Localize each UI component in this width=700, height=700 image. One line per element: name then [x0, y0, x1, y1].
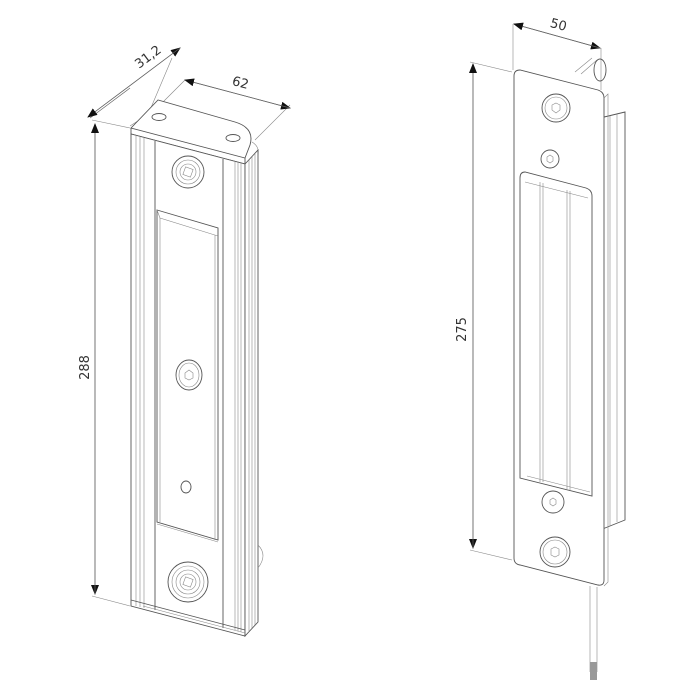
magnet-body-view	[87, 47, 291, 638]
armature-plate-view	[469, 22, 626, 680]
dimension-depth-line	[87, 47, 181, 127]
plate-top-screw-icon	[541, 93, 571, 123]
bottom-mounting-screw-icon	[167, 561, 209, 603]
sensor-hole-icon	[180, 480, 192, 494]
cable-icon	[589, 586, 598, 680]
dimension-height-line	[91, 119, 131, 607]
top-mounting-screw-icon	[171, 155, 205, 189]
center-screw-icon	[175, 359, 203, 391]
plate-bottom-screw-icon	[539, 536, 571, 568]
dimension-label-plate-height: 275	[454, 317, 470, 342]
dimension-plate-width-line	[512, 22, 602, 90]
plate-lower-small-screw-icon	[541, 490, 565, 514]
plate-upper-small-screw-icon	[540, 149, 560, 169]
dimension-plate-height-line	[469, 61, 513, 561]
dimension-label-height: 288	[77, 355, 93, 380]
